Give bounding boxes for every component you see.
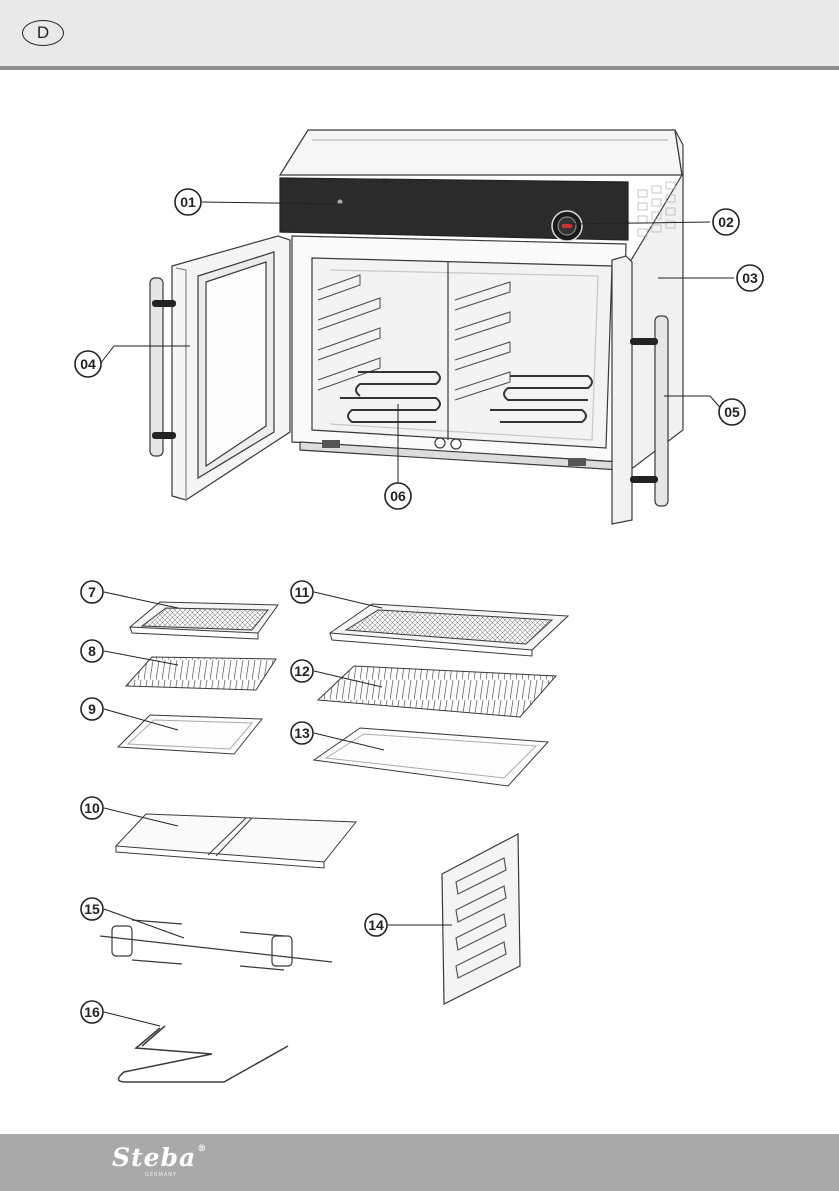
callout-09-label: 9 bbox=[88, 701, 96, 717]
brand-logo: Steba® bbox=[112, 1145, 207, 1170]
callout-10: 10 bbox=[81, 797, 103, 819]
accessory-divided-tray bbox=[116, 814, 356, 868]
accessory-small-basket bbox=[130, 602, 278, 639]
page-header bbox=[0, 0, 839, 66]
accessory-large-basket bbox=[330, 604, 568, 656]
callout-09: 9 bbox=[81, 698, 103, 720]
brand-tagline: GERMANY bbox=[145, 1172, 177, 1178]
registered-mark: ® bbox=[197, 1144, 207, 1154]
callout-11-label: 11 bbox=[295, 584, 310, 600]
callout-04-label: 04 bbox=[80, 356, 96, 372]
callout-10-label: 10 bbox=[84, 800, 100, 816]
callout-03: 03 bbox=[737, 265, 763, 291]
callout-06-label: 06 bbox=[390, 488, 406, 504]
callout-12: 12 bbox=[291, 660, 313, 682]
callout-13-label: 13 bbox=[294, 725, 310, 741]
callout-07-label: 7 bbox=[88, 584, 96, 600]
callout-05-label: 05 bbox=[724, 404, 740, 420]
callout-02-label: 02 bbox=[718, 214, 734, 230]
accessory-small-baking-tray bbox=[118, 715, 262, 754]
brand-name: Steba bbox=[112, 1143, 196, 1172]
oven bbox=[150, 130, 683, 524]
callout-07: 7 bbox=[81, 581, 103, 603]
accessory-large-grill-rack bbox=[318, 666, 556, 717]
accessory-small-grill-rack bbox=[126, 657, 276, 690]
callout-16-label: 16 bbox=[84, 1004, 100, 1020]
callout-06: 06 bbox=[385, 483, 411, 509]
callout-03-label: 03 bbox=[742, 270, 758, 286]
callout-01: 01 bbox=[175, 189, 201, 215]
callout-08: 8 bbox=[81, 640, 103, 662]
callout-02: 02 bbox=[713, 209, 739, 235]
callout-01-label: 01 bbox=[180, 194, 196, 210]
callout-16: 16 bbox=[81, 1001, 103, 1023]
callout-08-label: 8 bbox=[88, 643, 96, 659]
callout-11: 11 bbox=[291, 581, 313, 603]
product-illustration: 01 02 03 04 05 06 7 8 9 10 11 12 13 14 1… bbox=[0, 70, 839, 1134]
callout-13: 13 bbox=[291, 722, 313, 744]
accessory-side-rack-panel bbox=[442, 834, 520, 1004]
callout-15: 15 bbox=[81, 898, 103, 920]
language-badge: D bbox=[22, 20, 64, 46]
callout-12-label: 12 bbox=[294, 663, 310, 679]
accessory-rotisserie-lifter bbox=[118, 1026, 288, 1082]
callout-14-label: 14 bbox=[368, 917, 384, 933]
accessory-rotisserie-spit bbox=[100, 920, 332, 970]
callout-15-label: 15 bbox=[84, 901, 100, 917]
callout-04: 04 bbox=[75, 351, 101, 377]
callout-14: 14 bbox=[365, 914, 387, 936]
accessory-large-baking-tray bbox=[314, 728, 548, 786]
callout-05: 05 bbox=[719, 399, 745, 425]
language-code: D bbox=[37, 23, 49, 43]
